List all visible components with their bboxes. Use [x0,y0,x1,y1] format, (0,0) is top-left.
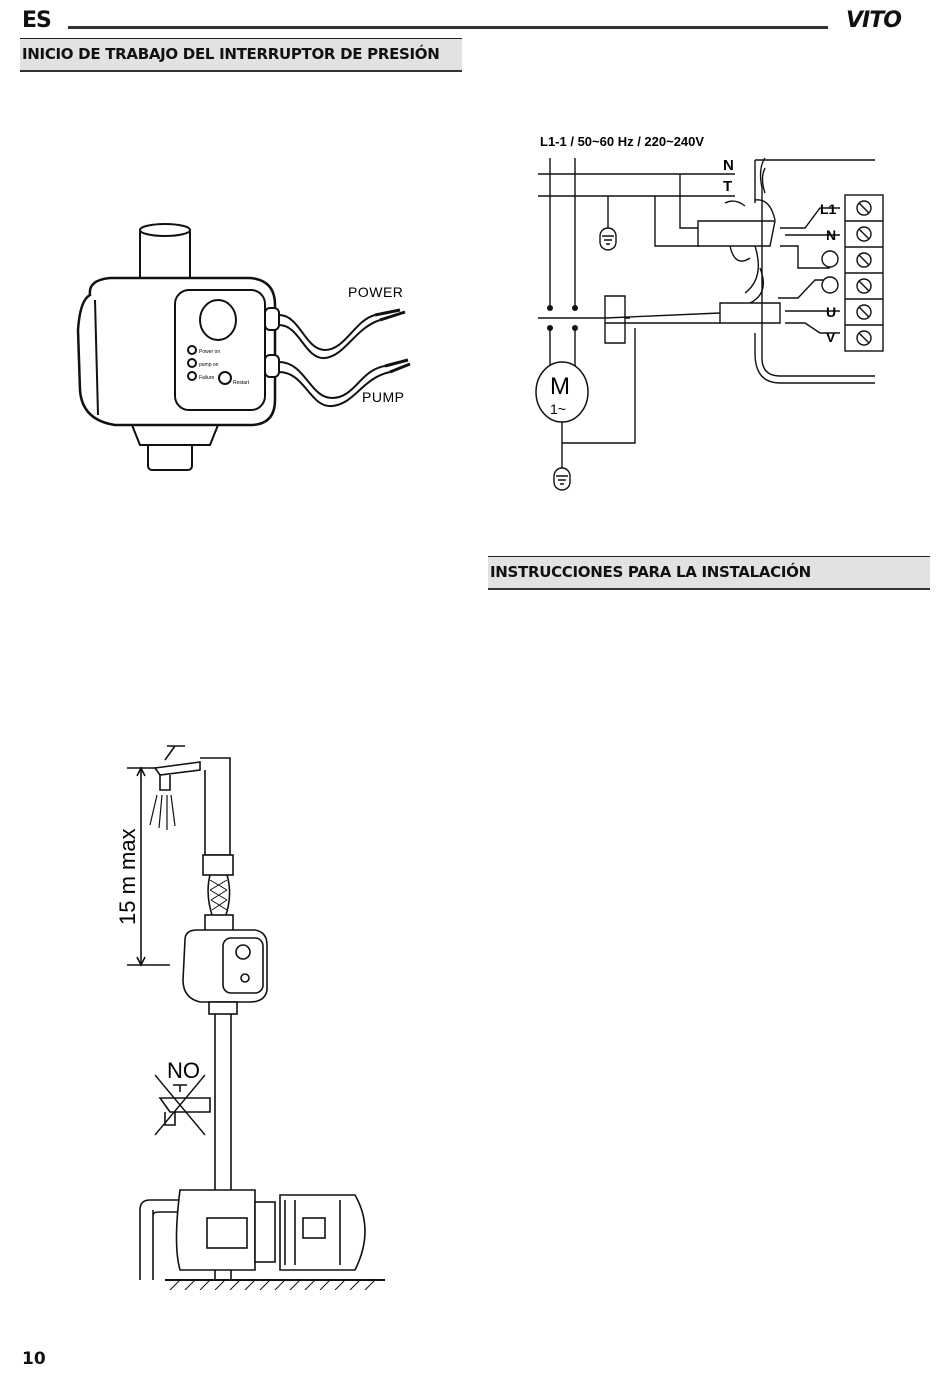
upper-pipe [200,758,230,855]
no-label: NO [167,1058,200,1083]
contactor [605,296,625,343]
reset-label: Restart [233,380,250,386]
terminal-label-1: L1 [820,201,837,217]
led-power [188,346,196,354]
installation-figure: 15 m max NO [105,740,395,1290]
header-rule [68,26,828,29]
earth-symbol-bottom [554,468,570,490]
relay-lower [720,303,780,323]
motor-letter: M [550,373,570,400]
led-failure [188,372,196,380]
supply-label: L1-1 / 50~60 Hz / 220~240V [540,134,704,149]
cable-gland-pump [265,355,279,377]
page-number: 10 [22,1349,46,1369]
section-title-install: INSTRUCCIONES PARA LA INSTALACIÓN [488,556,930,590]
braided-hose [208,875,229,918]
led-power-label: Power on [199,349,220,355]
height-limit-label: 15 m max [115,828,140,925]
led-pump [188,359,196,367]
cable-gland-power [265,308,279,330]
pressure-switch-figure: Power on pump on Failure Restart POWER P… [70,220,430,480]
pump-label: PUMP [362,389,404,405]
pressure-gauge [200,300,236,340]
terminal-label-6: V [826,329,836,345]
upper-tap [155,762,200,775]
line-t-label: T [723,178,732,195]
terminal-label-5: U [826,304,836,320]
power-label: POWER [348,284,403,300]
water-spray [150,795,175,830]
earth-symbol-top [600,228,616,250]
wiring-diagram: L1-1 / 50~60 Hz / 220~240V N T [530,128,900,508]
led-pump-label: pump on [199,362,219,368]
terminal-label-2: N [826,227,836,243]
relay-upper [698,221,775,246]
line-n-label: N [723,157,734,174]
led-failure-label: Failure [199,375,215,381]
motor-phase: 1~ [550,401,566,417]
language-code: ES [22,8,51,33]
section-title-start: INICIO DE TRABAJO DEL INTERRUPTOR DE PRE… [20,38,462,72]
inlet-pipe-top [140,224,190,236]
crossed-tap [160,1098,210,1112]
terminal-block [845,195,883,351]
brand-logo: VITO [846,8,901,33]
reset-button [219,372,231,384]
